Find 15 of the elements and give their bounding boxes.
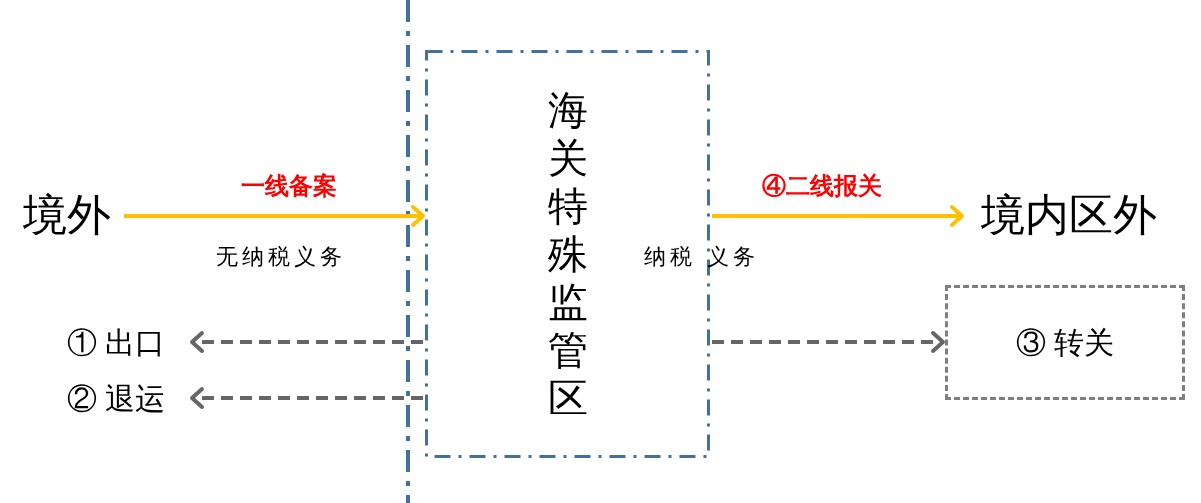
region-label: ② 退运	[42, 374, 190, 422]
transit-box	[945, 285, 1185, 400]
region-label: 境内区外	[964, 185, 1174, 245]
arrow	[124, 205, 425, 227]
region-label: 境外	[12, 185, 122, 245]
note-text: 纳税 义务	[644, 243, 759, 271]
zone-title: 海关特殊监管区	[547, 86, 588, 422]
arrow	[190, 331, 423, 353]
zone-box	[425, 50, 710, 458]
arrow	[190, 387, 423, 409]
arrow	[712, 205, 964, 227]
note-text: 无纳税义务	[216, 243, 346, 271]
region-label: ① 出口	[42, 318, 190, 366]
arrow	[712, 331, 945, 353]
box-label: ③ 转关	[1015, 325, 1115, 361]
